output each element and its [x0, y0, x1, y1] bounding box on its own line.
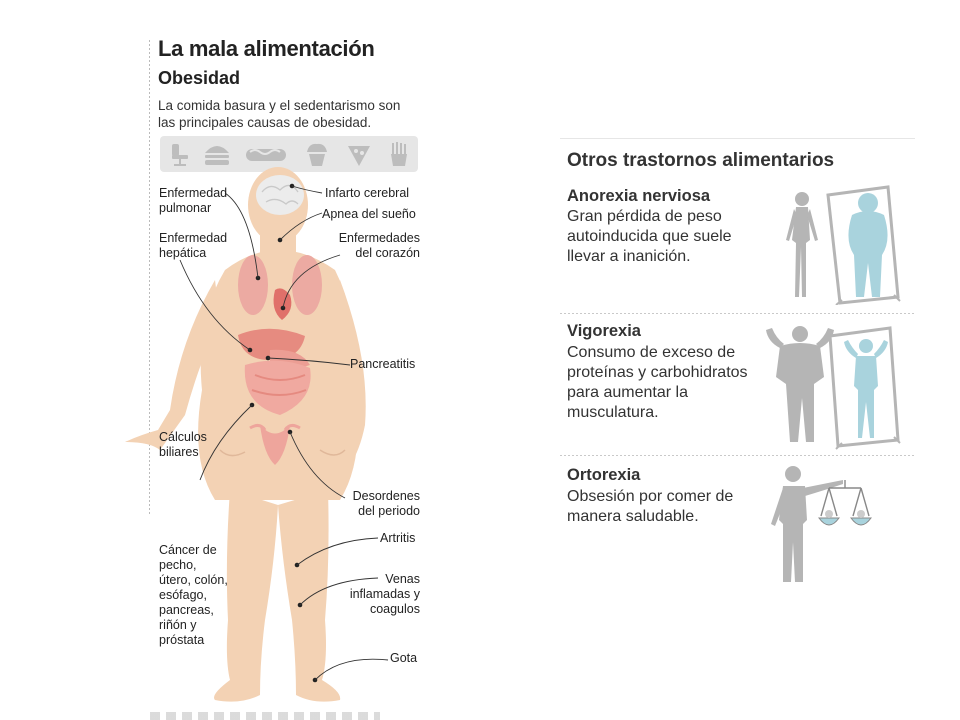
label-desordenes: Desordenes del periodo	[352, 489, 420, 518]
intro-text: La comida basura y el sedentarismo son l…	[158, 98, 401, 130]
ortorexia-scale-figure	[771, 466, 872, 582]
obese-body-figure	[125, 167, 389, 702]
divider-2	[560, 455, 915, 456]
pizza-icon	[348, 146, 370, 166]
fries-icon	[391, 142, 407, 166]
label-calculos: Cálculos biliares	[159, 430, 207, 459]
label-cancer: Cáncer de pecho, útero, colón, esófago, …	[159, 543, 228, 647]
divider-1	[560, 313, 915, 314]
brain-illustration	[256, 175, 304, 215]
label-artritis: Artritis	[380, 531, 416, 545]
ortorexia-heading: Ortorexia	[567, 466, 641, 484]
hotdog-icon	[246, 149, 286, 161]
ortorexia-description: Obsesión por comer de manera saludable.	[567, 488, 734, 525]
label-venas: Venas inflamadas y coagulos	[349, 572, 420, 616]
label-corazon: Enfermedades del corazón	[338, 231, 420, 260]
label-pulmonar: Enfermedad pulmonar	[159, 186, 228, 215]
causes-icon-bar	[160, 136, 418, 172]
anorexia-description: Gran pérdida de peso autoinducida que su…	[567, 208, 732, 265]
vigorexia-mirror-figure	[766, 326, 901, 450]
cropped-caption-fragment	[150, 712, 380, 720]
right-panel-title: Otros trastornos alimentarios	[567, 150, 835, 171]
vigorexia-heading: Vigorexia	[567, 322, 641, 340]
desk-chair-icon	[172, 144, 188, 166]
right-panel-top-rule	[560, 138, 915, 139]
main-title: La mala alimentación	[158, 36, 375, 61]
left-dotted-rule	[149, 40, 150, 515]
label-pancreatitis: Pancreatitis	[350, 357, 416, 371]
muffin-icon	[307, 143, 327, 166]
anorexia-mirror-figure	[786, 185, 901, 305]
anorexia-heading: Anorexia nerviosa	[567, 187, 711, 205]
label-infarto: Infarto cerebral	[325, 186, 410, 200]
organs-illustration	[238, 255, 322, 465]
label-hepatica: Enfermedad hepática	[159, 231, 228, 260]
label-apnea: Apnea del sueño	[322, 207, 416, 221]
section-title-obesidad: Obesidad	[158, 68, 241, 88]
label-gota: Gota	[390, 651, 418, 665]
burger-icon	[205, 146, 229, 165]
vigorexia-description: Consumo de exceso de proteínas y carbohi…	[567, 344, 748, 421]
